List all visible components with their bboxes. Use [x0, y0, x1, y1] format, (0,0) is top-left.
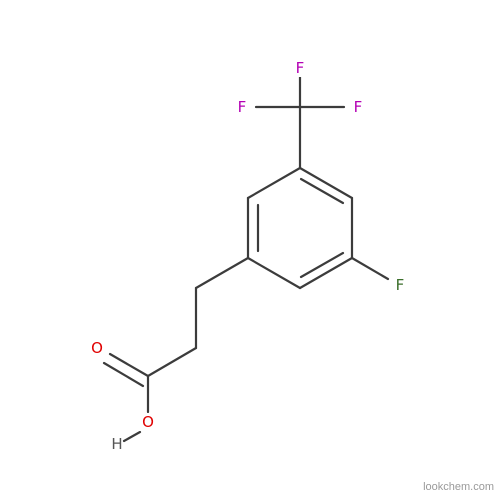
bond-ring-inner-1 [299, 177, 345, 205]
bonds [102, 74, 390, 443]
atom-labels: F F F F O O H [88, 59, 409, 453]
atom-hydrogen: H [111, 435, 122, 453]
bond-chain-3 [146, 346, 198, 378]
bond-ring-1 [298, 166, 354, 200]
bond-o-h [122, 430, 142, 443]
bond-c-o-double-b [102, 361, 145, 388]
bond-ring-4 [246, 256, 302, 290]
bond-ring-3 [298, 256, 354, 290]
atom-fluorine-left: F [238, 98, 247, 116]
bond-chain-1 [194, 256, 250, 290]
bond-ring-6 [246, 166, 302, 200]
atom-oxygen-hydroxyl: O [142, 413, 154, 431]
atom-oxygen-carbonyl: O [91, 339, 103, 357]
atom-fluorine-right: F [354, 98, 363, 116]
atom-fluorine-ring: F [396, 276, 405, 294]
bond-c-o-double-a [108, 352, 150, 378]
watermark: lookchem.com [423, 481, 494, 493]
bond-c-f-ring [350, 256, 390, 281]
bond-ring-inner-2 [299, 251, 345, 279]
atom-fluorine-top: F [296, 59, 305, 77]
